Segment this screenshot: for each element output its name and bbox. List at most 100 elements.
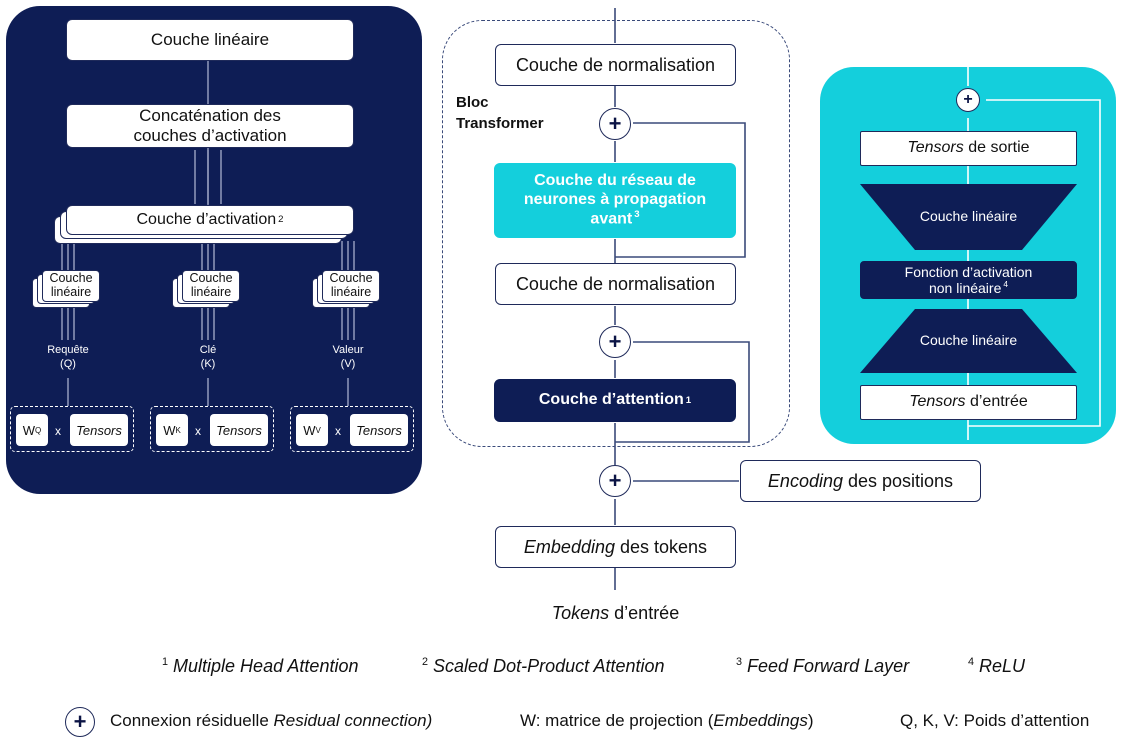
ffn-input-tensors: Tensors d’entrée (860, 385, 1077, 420)
ffn-input-italic: Tensors (909, 393, 966, 411)
head1-times: x (55, 424, 61, 438)
head3-linear-line2: linéaire (330, 285, 372, 299)
residual-plus-top: + (599, 108, 631, 140)
head1-label-name: Requête (47, 344, 89, 356)
legend-w-italic: Embeddings (713, 711, 808, 730)
input-tokens-rest: d’entrée (609, 603, 680, 623)
footnote-2: 2 Scaled Dot-Product Attention (420, 656, 665, 677)
embedding-rest: des tokens (615, 536, 708, 557)
ffn-linear-bottom-label: Couche linéaire (919, 332, 1018, 348)
head3-label: Valeur (V) (313, 343, 383, 372)
footnote-2-num: 2 (422, 656, 429, 668)
mh-linear-output: Couche linéaire (66, 19, 354, 61)
ffn-output-italic: Tensors (907, 139, 964, 157)
legend-residual-italic: Residual connection) (273, 711, 433, 730)
positional-encoding-italic: Encoding (767, 470, 843, 491)
head2-label-sub: (K) (200, 358, 216, 371)
head1-w: W (22, 422, 36, 438)
footnote-4-num: 4 (968, 656, 975, 668)
legend-w-plain: W: matrice de projection ( (520, 711, 714, 730)
residual-plus-mid: + (599, 326, 631, 358)
legend-residual-plain: Connexion résiduelle (110, 711, 274, 730)
legend-plus-icon: + (65, 707, 95, 737)
head3-tensors-cell: Tensors (350, 414, 408, 446)
legend-qkv: Q, K, V: Poids d’attention (900, 711, 1090, 730)
head3-tensors: Tensors (356, 422, 402, 438)
head2-times: x (195, 424, 201, 438)
mh-concat-box: Concaténation des couches d’activation (66, 104, 354, 148)
head2-linear-line2: linéaire (190, 285, 232, 299)
ffn-box: Couche du réseau de neurones à propagati… (494, 163, 736, 238)
norm-top-box: Couche de normalisation (495, 44, 736, 86)
head2-label-name: Clé (199, 344, 217, 356)
residual-plus-top-sign: + (608, 111, 622, 136)
legend-w-close: ) (807, 711, 814, 730)
head2-tensors: Tensors (216, 422, 262, 438)
ffn-line1: Couche du réseau de (534, 172, 696, 190)
ffn-activation-sup: 4 (1003, 279, 1009, 290)
footnote-4-text: ReLU (979, 656, 1026, 676)
block-title: Bloc Transformer (456, 92, 544, 134)
footnote-1-text: Multiple Head Attention (173, 656, 359, 676)
head3-linear: Couche linéaire (322, 270, 380, 302)
positional-encoding-box: Encoding des positions (740, 460, 981, 502)
norm-top-label: Couche de normalisation (515, 54, 716, 75)
ffn-sup: 3 (634, 209, 640, 221)
legend-residual: Connexion résiduelle Residual connection… (110, 711, 432, 731)
ffn-line3: avant (590, 210, 633, 228)
head3-label-sub: (V) (340, 358, 356, 371)
residual-plus-mid-sign: + (608, 329, 622, 354)
mh-activation-sup: 2 (278, 214, 284, 226)
head1-input-group (10, 406, 134, 452)
head3-w-sub: V (315, 425, 321, 435)
head2-label: Clé (K) (173, 343, 243, 372)
head2-tensors-cell: Tensors (210, 414, 268, 446)
head1-label: Requête (Q) (33, 343, 103, 372)
residual-plus-input-sign: + (608, 468, 622, 493)
norm-mid-box: Couche de normalisation (495, 263, 736, 305)
mh-concat-line1: Concaténation des (139, 106, 281, 126)
head1-tensors-cell: Tensors (70, 414, 128, 446)
ffn-output-tensors: Tensors de sortie (860, 131, 1077, 166)
ffn-activation-line2: non linéaire (928, 280, 1002, 296)
mh-linear-output-label: Couche linéaire (150, 30, 270, 50)
footnote-1: 1 Multiple Head Attention (160, 656, 358, 677)
head1-linear-line2: linéaire (50, 285, 92, 299)
mh-concat-line2: couches d’activation (133, 126, 287, 145)
footnote-4: 4 ReLU (966, 656, 1025, 677)
footnote-3-text: Feed Forward Layer (747, 656, 910, 676)
embedding-box: Embedding des tokens (495, 526, 736, 568)
norm-mid-label: Couche de normalisation (515, 273, 716, 294)
head3-linear-line1: Couche (329, 271, 373, 286)
head3-times: x (335, 424, 341, 438)
head1-linear-line1: Couche (49, 271, 93, 286)
ffn-line2: neurones à propagation (523, 190, 707, 208)
head1-tensors: Tensors (76, 422, 122, 438)
input-tokens-italic: Tokens (551, 603, 610, 623)
footnote-1-num: 1 (162, 656, 169, 668)
ffn-trapezoid-bottom (860, 309, 1077, 373)
ffn-residual-plus-sign: + (963, 91, 973, 108)
ffn-trapezoid-top (860, 184, 1077, 250)
head3-w: W (303, 422, 316, 438)
footnote-3-num: 3 (736, 656, 743, 668)
head1-label-sub: (Q) (60, 358, 76, 371)
ffn-activation-line1: Fonction d’activation (904, 263, 1033, 280)
ffn-residual-plus: + (956, 88, 980, 112)
ffn-output-rest: de sortie (963, 139, 1030, 157)
ffn-linear-top-label: Couche linéaire (919, 208, 1018, 224)
footnote-3: 3 Feed Forward Layer (734, 656, 909, 677)
head2-w-sub: K (175, 425, 181, 435)
head2-linear: Couche linéaire (182, 270, 240, 302)
residual-plus-input: + (599, 465, 631, 497)
mh-activation-label: Couche d’activation (136, 210, 277, 228)
head2-input-group (150, 406, 274, 452)
block-title-line2: Transformer (456, 115, 544, 132)
head2-w: W (163, 422, 176, 438)
input-tokens-label: Tokens d’entrée (495, 603, 736, 624)
